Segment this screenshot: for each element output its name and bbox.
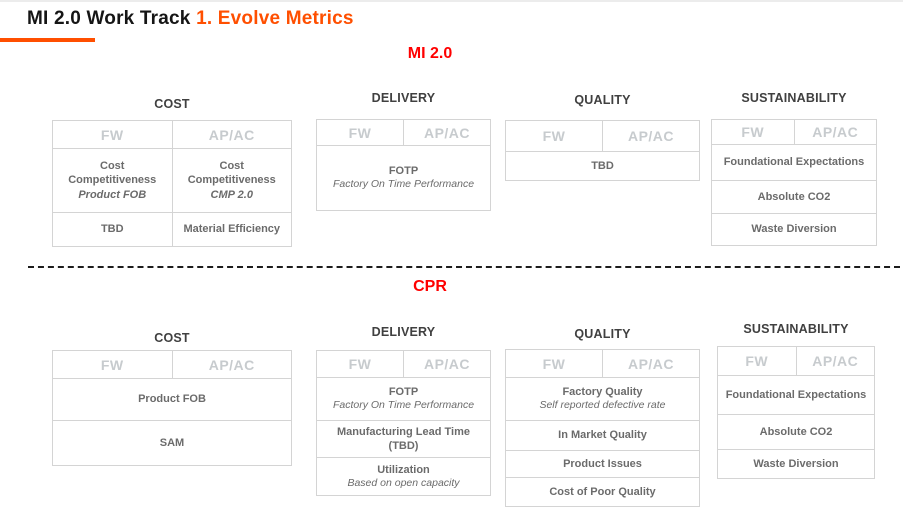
category-title-delivery: DELIVERY xyxy=(371,91,436,105)
table-cell: TBD xyxy=(591,159,614,172)
table-row: Factory Quality Self reported defective … xyxy=(506,378,699,421)
column-header-apac: AP/AC xyxy=(627,355,675,372)
table-header-row: FW AP/AC xyxy=(718,347,874,376)
table-cell: Cost Competitiveness CMP 2.0 xyxy=(187,160,276,201)
section-label-mi20: MI 2.0 xyxy=(407,45,453,62)
table-cell: Cost of Poor Quality xyxy=(549,485,656,498)
table-cell: Factory Quality Self reported defective … xyxy=(539,386,666,412)
column-header-fw: FW xyxy=(506,121,603,151)
column-header-apac: AP/AC xyxy=(208,356,255,373)
column-header-apac: AP/AC xyxy=(812,124,859,140)
column-header-apac: AP/AC xyxy=(627,128,675,144)
section-label-cpr: CPR xyxy=(413,278,447,295)
table-cell: Product FOB xyxy=(138,393,206,406)
table-row: Product Issues xyxy=(506,451,699,478)
column-header-fw: FW xyxy=(53,121,173,148)
table-cell: Cost Competitiveness Product FOB xyxy=(53,149,173,212)
table-row: Foundational Expectations xyxy=(718,376,874,415)
table-row: Absolute CO2 xyxy=(718,415,874,450)
column-header-fw: FW xyxy=(317,351,404,377)
cpr-sustainability-table: FW AP/AC Foundational Expectations Absol… xyxy=(717,346,875,479)
table-cell: FOTP Factory On Time Performance xyxy=(332,386,475,412)
title-underline xyxy=(0,38,95,42)
column-header-fw: FW xyxy=(712,120,795,144)
table-cell: Utilization Based on open capacity xyxy=(347,463,460,489)
table-row: FOTP Factory On Time Performance xyxy=(317,146,490,210)
table-cell: TBD xyxy=(53,213,173,246)
page-title-accent: 1. Evolve Metrics xyxy=(196,8,354,29)
table-header-row: FW AP/AC xyxy=(53,351,291,379)
table-cell: Waste Diversion xyxy=(753,457,839,470)
table-row: Waste Diversion xyxy=(718,450,874,478)
table-row: TBD xyxy=(506,152,699,180)
table-row: Cost Competitiveness Product FOB Cost Co… xyxy=(53,149,291,213)
column-header-fw: FW xyxy=(506,350,603,377)
column-header-apac: AP/AC xyxy=(208,126,255,143)
table-header-row: FW AP/AC xyxy=(712,120,876,145)
table-row: Manufacturing Lead Time (TBD) xyxy=(317,421,490,458)
table-header-row: FW AP/AC xyxy=(317,120,490,146)
column-header-apac: AP/AC xyxy=(423,356,471,372)
table-row: Waste Diversion xyxy=(712,214,876,245)
table-row: Cost of Poor Quality xyxy=(506,478,699,506)
column-header-fw: FW xyxy=(718,347,797,375)
table-header-row: FW AP/AC xyxy=(317,351,490,378)
column-header-fw: FW xyxy=(53,351,173,378)
table-cell: Product Issues xyxy=(563,457,642,470)
table-row: Foundational Expectations xyxy=(712,145,876,181)
table-header-row: FW AP/AC xyxy=(506,121,699,152)
category-title-cost: COST xyxy=(154,97,190,111)
cpr-quality-table: FW AP/AC Factory Quality Self reported d… xyxy=(505,349,700,507)
table-row: Absolute CO2 xyxy=(712,181,876,214)
category-title-quality: QUALITY xyxy=(574,327,631,341)
column-header-apac: AP/AC xyxy=(812,353,859,369)
table-cell: Foundational Expectations xyxy=(725,388,867,401)
table-header-row: FW AP/AC xyxy=(506,350,699,378)
table-cell: Absolute CO2 xyxy=(757,190,831,203)
cpr-cost-table: FW AP/AC Product FOB SAM xyxy=(52,350,292,466)
table-row: Utilization Based on open capacity xyxy=(317,458,490,495)
section-divider-dashed xyxy=(28,266,900,268)
table-row: FOTP Factory On Time Performance xyxy=(317,378,490,421)
category-title-sustainability: SUSTAINABILITY xyxy=(741,91,847,105)
page-title-black: MI 2.0 Work Track xyxy=(27,8,191,29)
mi20-cost-table: FW AP/AC Cost Competitiveness Product FO… xyxy=(52,120,292,247)
category-title-quality: QUALITY xyxy=(574,93,631,107)
table-cell: In Market Quality xyxy=(558,429,647,442)
table-cell: FOTP Factory On Time Performance xyxy=(332,165,475,191)
table-row: Product FOB xyxy=(53,379,291,421)
table-cell: SAM xyxy=(159,436,185,449)
category-title-sustainability: SUSTAINABILITY xyxy=(743,322,849,336)
category-title-cost: COST xyxy=(154,331,190,345)
category-title-delivery: DELIVERY xyxy=(371,325,436,339)
cpr-delivery-table: FW AP/AC FOTP Factory On Time Performanc… xyxy=(316,350,491,496)
table-cell: Foundational Expectations xyxy=(723,156,865,169)
page-title: MI 2.0 Work Track 1. Evolve Metrics xyxy=(27,8,354,30)
table-cell: Manufacturing Lead Time (TBD) xyxy=(336,425,471,452)
table-cell: Waste Diversion xyxy=(751,223,837,236)
table-row: TBD Material Efficiency xyxy=(53,213,291,246)
table-cell: Absolute CO2 xyxy=(759,425,833,438)
mi20-quality-table: FW AP/AC TBD xyxy=(505,120,700,181)
mi20-delivery-table: FW AP/AC FOTP Factory On Time Performanc… xyxy=(316,119,491,211)
column-header-apac: AP/AC xyxy=(423,124,471,141)
table-row: SAM xyxy=(53,421,291,465)
table-cell: Material Efficiency xyxy=(183,223,281,236)
table-header-row: FW AP/AC xyxy=(53,121,291,149)
table-row: In Market Quality xyxy=(506,421,699,451)
column-header-fw: FW xyxy=(317,120,404,145)
mi20-sustainability-table: FW AP/AC Foundational Expectations Absol… xyxy=(711,119,877,246)
